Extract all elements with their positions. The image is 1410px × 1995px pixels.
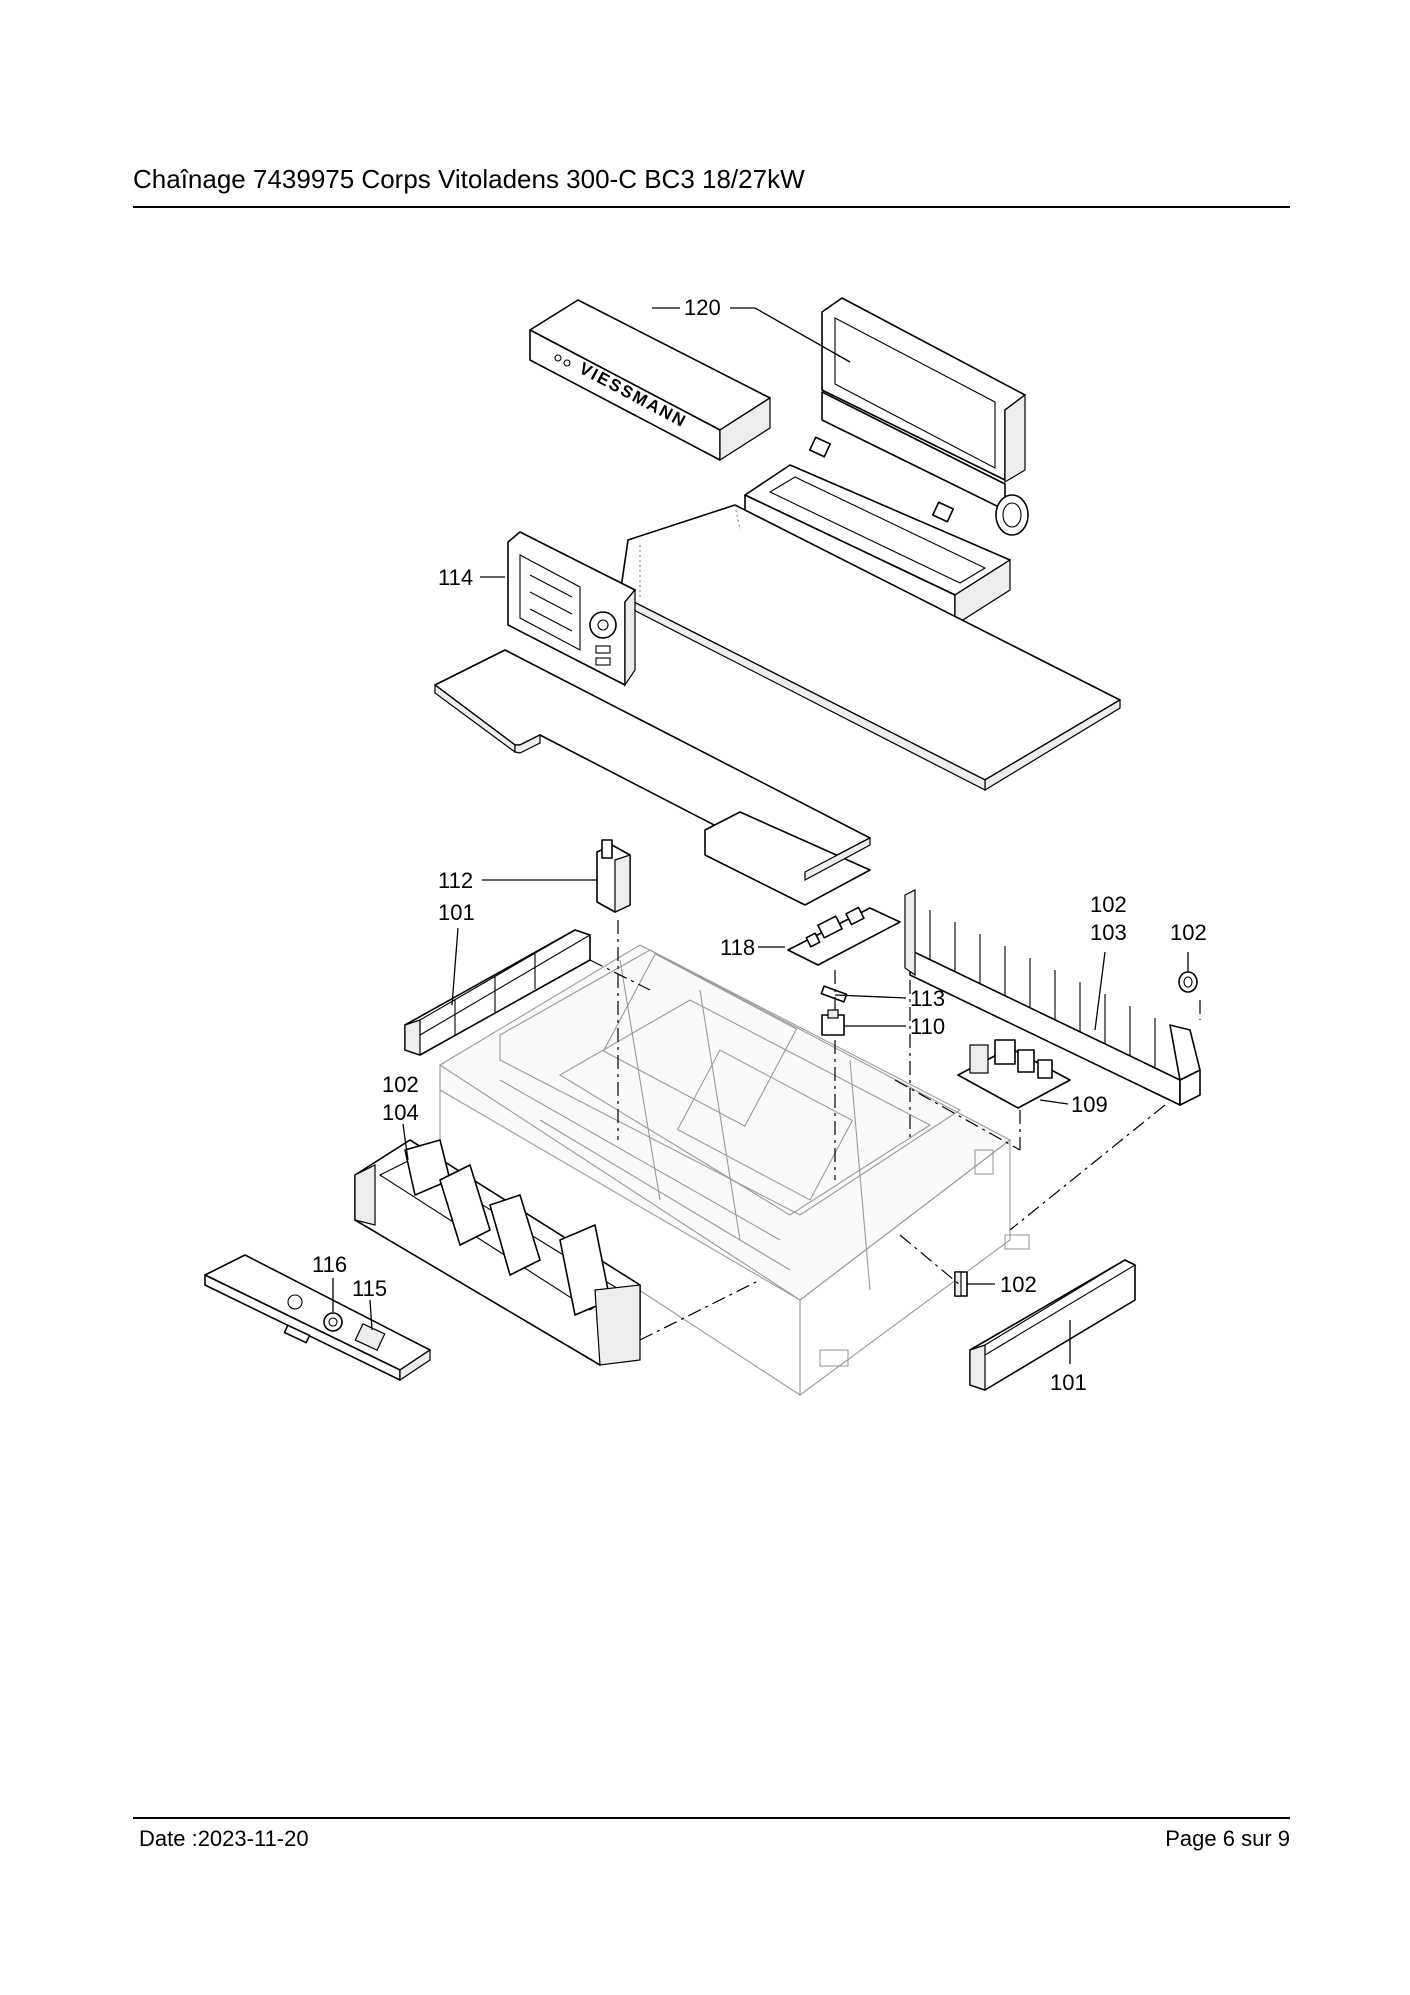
callout-114: 114 [438,565,473,590]
part-102-clip-lower [954,1271,968,1297]
callout-102-lower: 102 [1000,1272,1037,1297]
part-118-pcb [787,906,901,966]
assembly-lines [589,504,1201,1341]
callout-101-lower: 101 [1050,1370,1087,1395]
part-109-power-pcb [957,1039,1071,1109]
callout-102-channel: 102 [382,1072,419,1097]
middle-plate [434,649,871,906]
header-rule [133,206,1290,208]
part-102-clip-right [1178,971,1198,993]
callout-labels: 120 114 112 101 118 102 103 102 113 110 … [312,295,1207,1395]
callout-116: 116 [312,1252,347,1277]
callout-118: 118 [720,935,755,960]
callout-103: 103 [1090,920,1127,945]
part-120-front-cover: VIESSMANN [529,299,771,462]
footer-rule [133,1817,1290,1819]
part-104-cable-channel [354,1139,641,1366]
callout-102-rail: 102 [1090,892,1127,917]
part-113-fuse [820,985,848,1003]
callout-110: 110 [910,1014,945,1039]
callout-102-clip: 102 [1170,920,1207,945]
callout-113: 113 [910,986,945,1011]
footer-date: Date :2023-11-20 [139,1826,309,1851]
part-101-side-cover-right [969,1259,1137,1391]
leader-lines [332,307,1189,1364]
callout-104: 104 [382,1100,419,1125]
part-110-fuse-holder [821,1009,845,1036]
back-plate [619,504,1121,792]
part-116-115-control-strip [204,1254,431,1382]
footer-page-number: Page 6 sur 9 [1165,1826,1290,1851]
callout-109: 109 [1071,1092,1108,1117]
callout-101-upper: 101 [438,900,475,925]
part-120-control-housing [744,297,1029,627]
callout-115: 115 [352,1276,387,1301]
callout-112: 112 [438,868,473,893]
part-114-display [507,531,636,687]
main-chassis-ghost [439,944,1030,1397]
part-103-cable-rail [904,889,1201,1106]
callout-120: 120 [684,295,721,320]
page-title: Chaînage 7439975 Corps Vitoladens 300-C … [133,164,805,194]
part-112-bracket [596,839,631,913]
